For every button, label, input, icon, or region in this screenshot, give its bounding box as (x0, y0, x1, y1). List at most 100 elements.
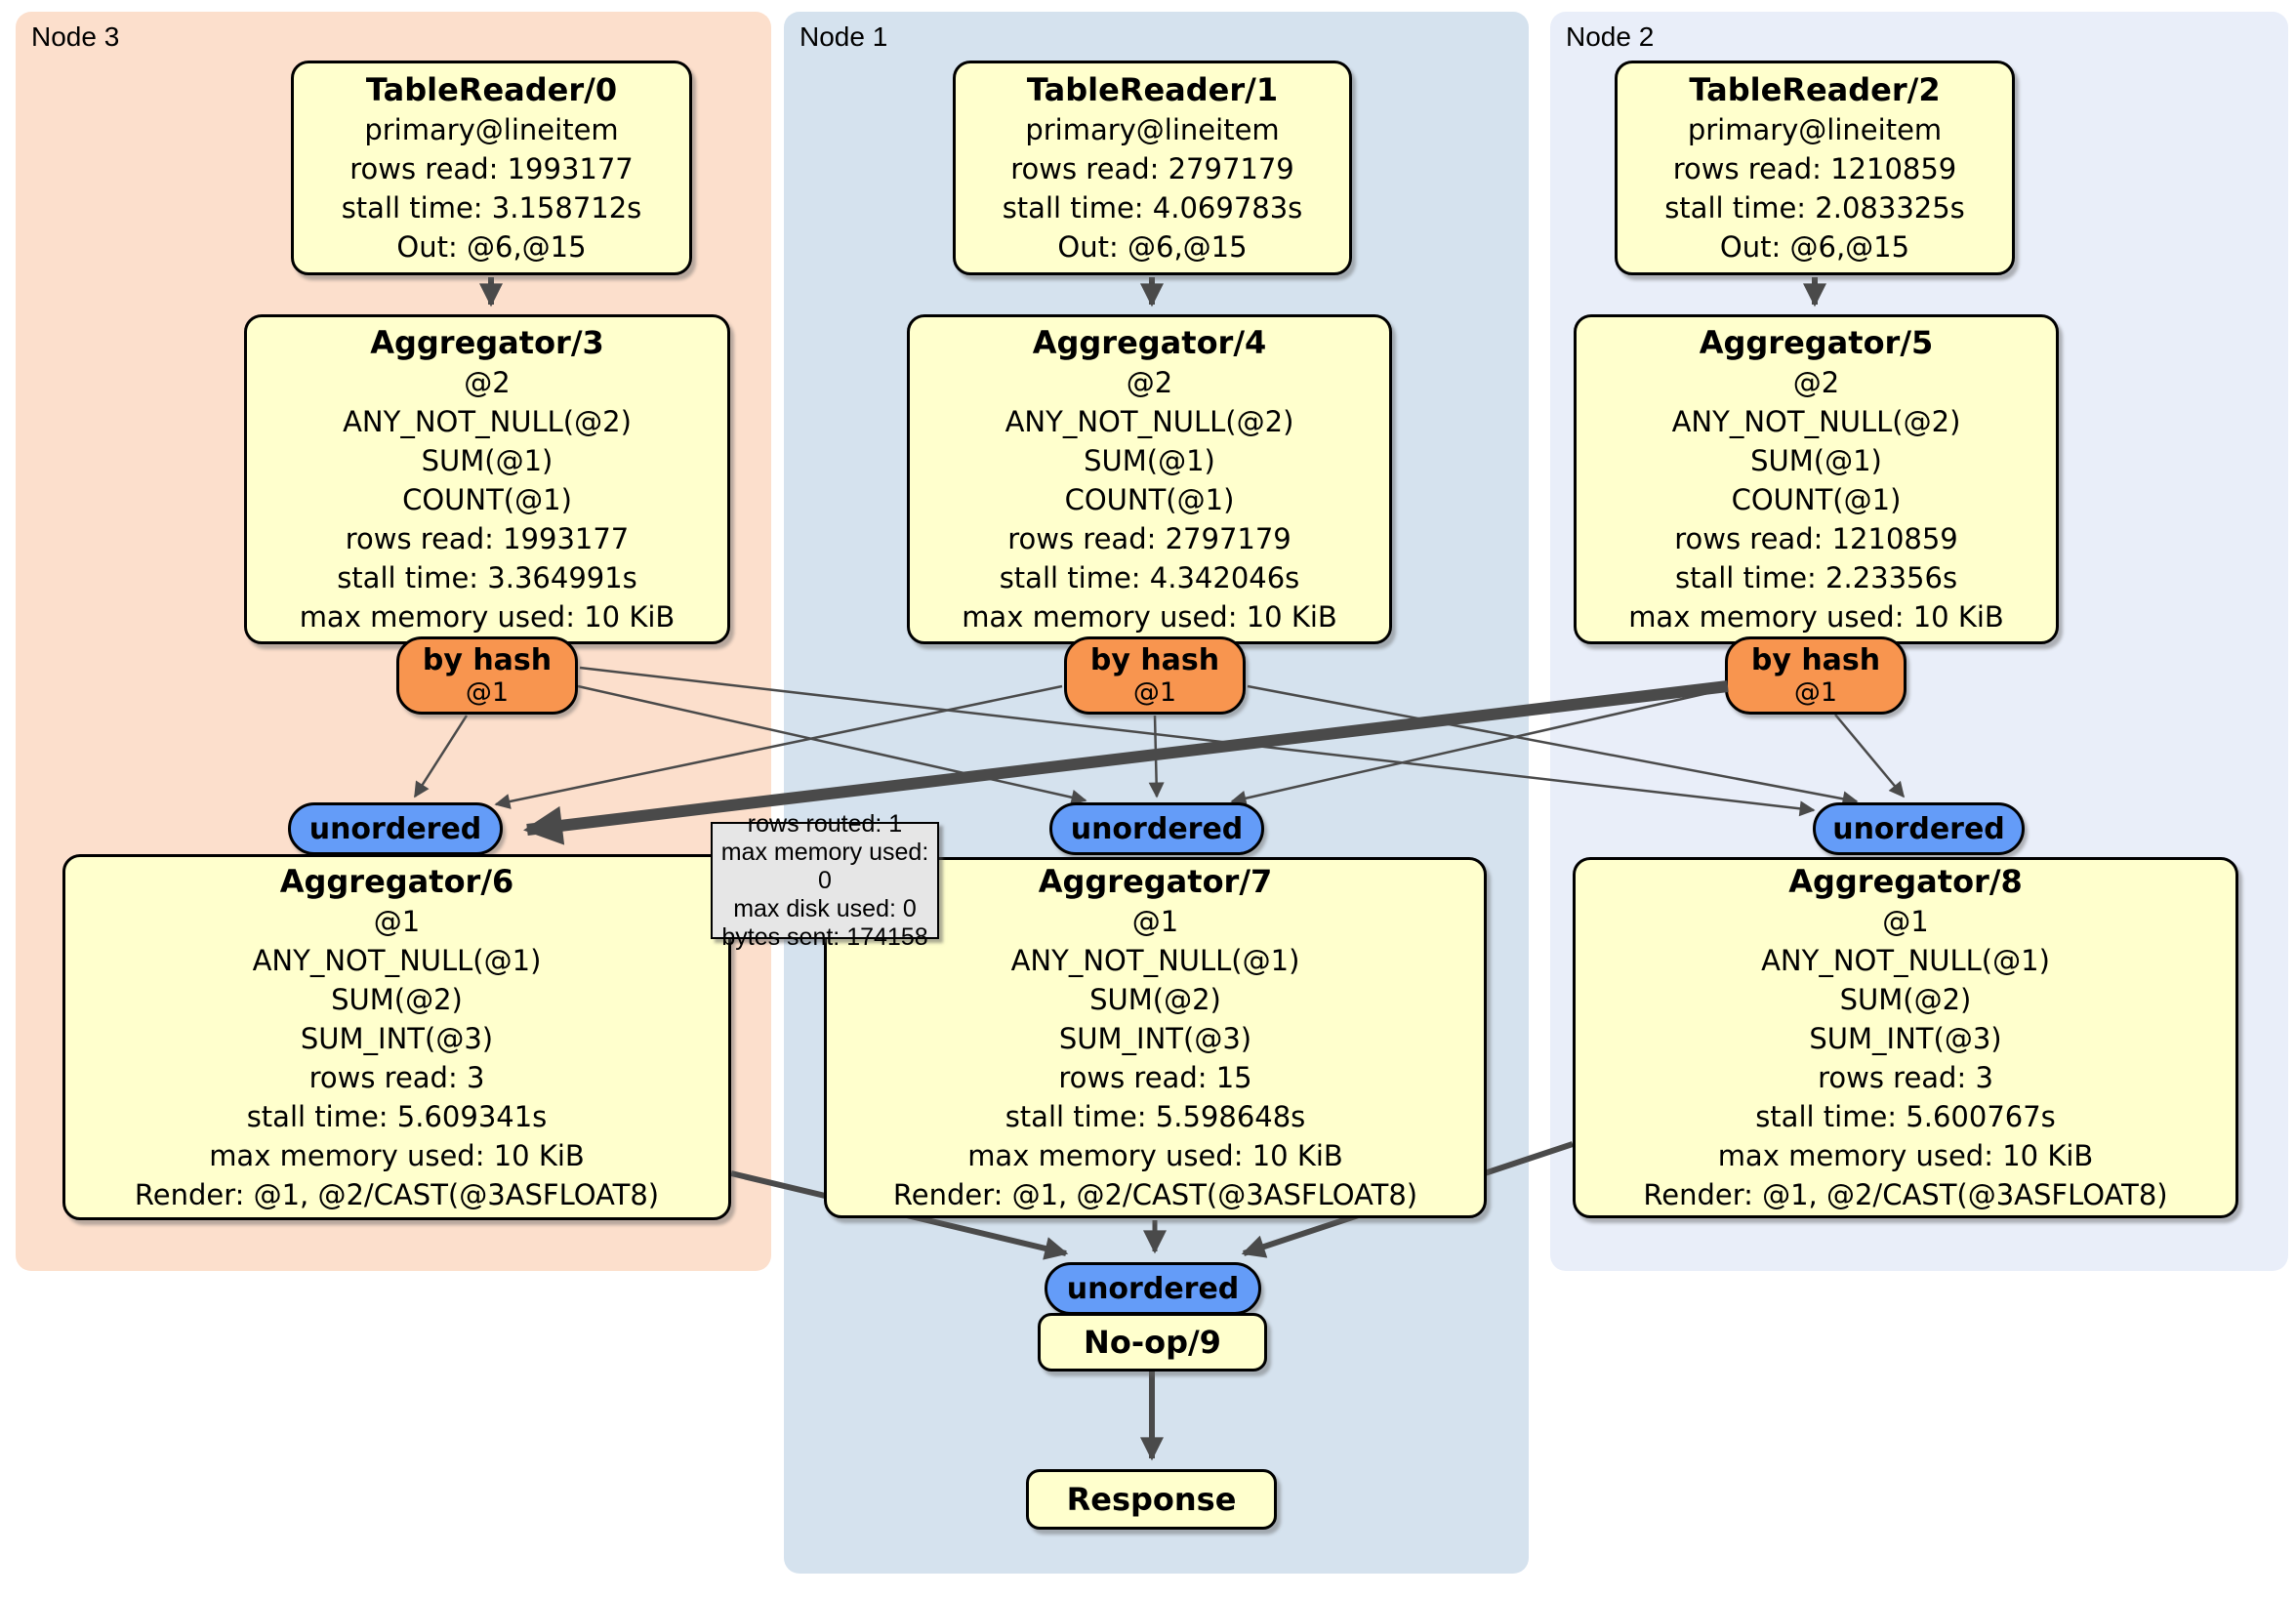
node-title: Response (1066, 1481, 1237, 1518)
tooltip-line: rows routed: 1 (747, 809, 903, 838)
node-title: Aggregator/5 (1699, 324, 1934, 361)
node-line: @1 (1131, 905, 1179, 938)
node-line: stall time: 4.069783s (1002, 191, 1303, 225)
node-title: No-op/9 (1084, 1324, 1221, 1361)
node-line: SUM_INT(@3) (300, 1021, 494, 1055)
node-title: Aggregator/6 (279, 862, 514, 900)
node-line: SUM(@1) (421, 444, 554, 477)
node-line: max memory used: 10 KiB (209, 1138, 585, 1172)
node-line: Out: @6,@15 (1057, 230, 1248, 264)
node-line: rows read: 1993177 (345, 522, 630, 555)
node-line: @2 (1792, 366, 1840, 399)
node-response[interactable]: Response (1026, 1469, 1277, 1530)
node-title: Aggregator/3 (370, 324, 604, 361)
node-line: SUM(@2) (1839, 983, 1972, 1016)
router-columns: @1 (1132, 677, 1177, 708)
node-line: rows read: 3 (308, 1060, 485, 1094)
node-line: @1 (1882, 905, 1929, 938)
node-title: TableReader/0 (365, 71, 618, 108)
router-by-hash-node2[interactable]: by hash @1 (1725, 636, 1906, 715)
node-line: stall time: 5.600767s (1755, 1100, 2056, 1133)
tooltip-line: bytes sent: 174158 (721, 922, 928, 951)
node-noop-9[interactable]: No-op/9 (1038, 1313, 1267, 1372)
node-line: stall time: 2.083325s (1664, 191, 1965, 225)
node-line: SUM(@1) (1084, 444, 1215, 477)
node-line: ANY_NOT_NULL(@2) (343, 405, 632, 438)
edge-stats-tooltip: rows routed: 1 max memory used: 0 max di… (711, 810, 939, 951)
node-line: @2 (464, 366, 511, 399)
node-line: rows read: 1210859 (1672, 152, 1957, 185)
node-line: SUM_INT(@3) (1809, 1022, 2002, 1055)
node-line: Out: @6,@15 (1719, 230, 1910, 264)
panel-label: Node 2 (1566, 21, 1655, 52)
router-columns: @1 (465, 677, 510, 708)
node-line: @1 (373, 904, 421, 938)
node-line: Out: @6,@15 (396, 230, 587, 264)
tooltip-line: max disk used: 0 (733, 894, 917, 922)
node-line: rows read: 15 (1058, 1061, 1252, 1094)
router-by-hash-node3[interactable]: by hash @1 (396, 636, 578, 715)
node-line: @2 (1126, 366, 1173, 399)
sync-label: unordered (1832, 811, 2005, 846)
node-title: Aggregator/8 (1788, 863, 2023, 900)
node-line: stall time: 5.609341s (246, 1099, 548, 1133)
node-tablereader-2[interactable]: TableReader/2 primary@lineitem rows read… (1615, 61, 2015, 275)
node-line: SUM(@2) (331, 982, 463, 1016)
node-line: COUNT(@1) (1731, 483, 1902, 516)
router-by-hash-node1[interactable]: by hash @1 (1064, 636, 1246, 715)
node-line: SUM_INT(@3) (1058, 1022, 1252, 1055)
node-line: rows read: 2797179 (1010, 152, 1294, 185)
node-aggregator-4[interactable]: Aggregator/4 @2 ANY_NOT_NULL(@2) SUM(@1)… (907, 314, 1392, 644)
node-title: Aggregator/4 (1032, 324, 1267, 361)
node-line: ANY_NOT_NULL(@2) (1671, 405, 1961, 438)
node-line: stall time: 4.342046s (999, 561, 1300, 594)
node-line: Render: @1, @2/CAST(@3ASFLOAT8) (892, 1178, 1418, 1211)
node-line: max memory used: 10 KiB (1717, 1139, 2094, 1172)
node-line: COUNT(@1) (1064, 483, 1235, 516)
node-line: rows read: 3 (1818, 1061, 1993, 1094)
node-line: stall time: 2.23356s (1674, 561, 1958, 594)
node-line: stall time: 3.158712s (341, 191, 642, 225)
router-label: by hash (422, 643, 553, 677)
sync-unordered-node2[interactable]: unordered (1813, 802, 2025, 855)
node-tablereader-1[interactable]: TableReader/1 primary@lineitem rows read… (953, 61, 1352, 275)
node-line: stall time: 5.598648s (1004, 1100, 1306, 1133)
tooltip-line: max memory used: 0 (720, 838, 929, 894)
node-title: TableReader/1 (1026, 71, 1279, 108)
sync-unordered-node3[interactable]: unordered (288, 802, 503, 855)
node-title: Aggregator/7 (1038, 863, 1273, 900)
node-line: max memory used: 10 KiB (299, 600, 676, 634)
node-line: rows read: 1993177 (349, 152, 634, 185)
node-line: Render: @1, @2/CAST(@3ASFLOAT8) (134, 1177, 660, 1211)
router-label: by hash (1750, 643, 1881, 677)
sync-label: unordered (1070, 811, 1244, 846)
node-aggregator-5[interactable]: Aggregator/5 @2 ANY_NOT_NULL(@2) SUM(@1)… (1574, 314, 2059, 644)
node-line: SUM(@1) (1750, 444, 1882, 477)
panel-label: Node 3 (31, 21, 120, 52)
router-columns: @1 (1793, 677, 1838, 708)
node-line: COUNT(@1) (402, 483, 572, 516)
node-aggregator-3[interactable]: Aggregator/3 @2 ANY_NOT_NULL(@2) SUM(@1)… (244, 314, 730, 644)
node-line: max memory used: 10 KiB (967, 1139, 1343, 1172)
node-line: ANY_NOT_NULL(@1) (252, 943, 542, 977)
node-aggregator-6[interactable]: Aggregator/6 @1 ANY_NOT_NULL(@1) SUM(@2)… (62, 854, 731, 1220)
node-line: rows read: 2797179 (1007, 522, 1292, 555)
sync-unordered-node1[interactable]: unordered (1049, 802, 1264, 855)
node-title: TableReader/2 (1689, 71, 1941, 108)
node-line: max memory used: 10 KiB (962, 600, 1337, 634)
node-line: stall time: 3.364991s (337, 561, 637, 594)
node-line: SUM(@2) (1089, 983, 1221, 1016)
sync-unordered-final[interactable]: unordered (1045, 1262, 1261, 1315)
node-line: primary@lineitem (1687, 113, 1943, 146)
node-line: max memory used: 10 KiB (1628, 600, 2004, 634)
node-line: rows read: 1210859 (1674, 522, 1958, 555)
node-tablereader-0[interactable]: TableReader/0 primary@lineitem rows read… (291, 61, 692, 275)
node-line: ANY_NOT_NULL(@1) (1761, 944, 2050, 977)
node-line: ANY_NOT_NULL(@1) (1010, 944, 1300, 977)
node-line: ANY_NOT_NULL(@2) (1004, 405, 1294, 438)
node-aggregator-8[interactable]: Aggregator/8 @1 ANY_NOT_NULL(@1) SUM(@2)… (1573, 857, 2238, 1218)
router-label: by hash (1089, 643, 1220, 677)
panel-label: Node 1 (800, 21, 888, 52)
